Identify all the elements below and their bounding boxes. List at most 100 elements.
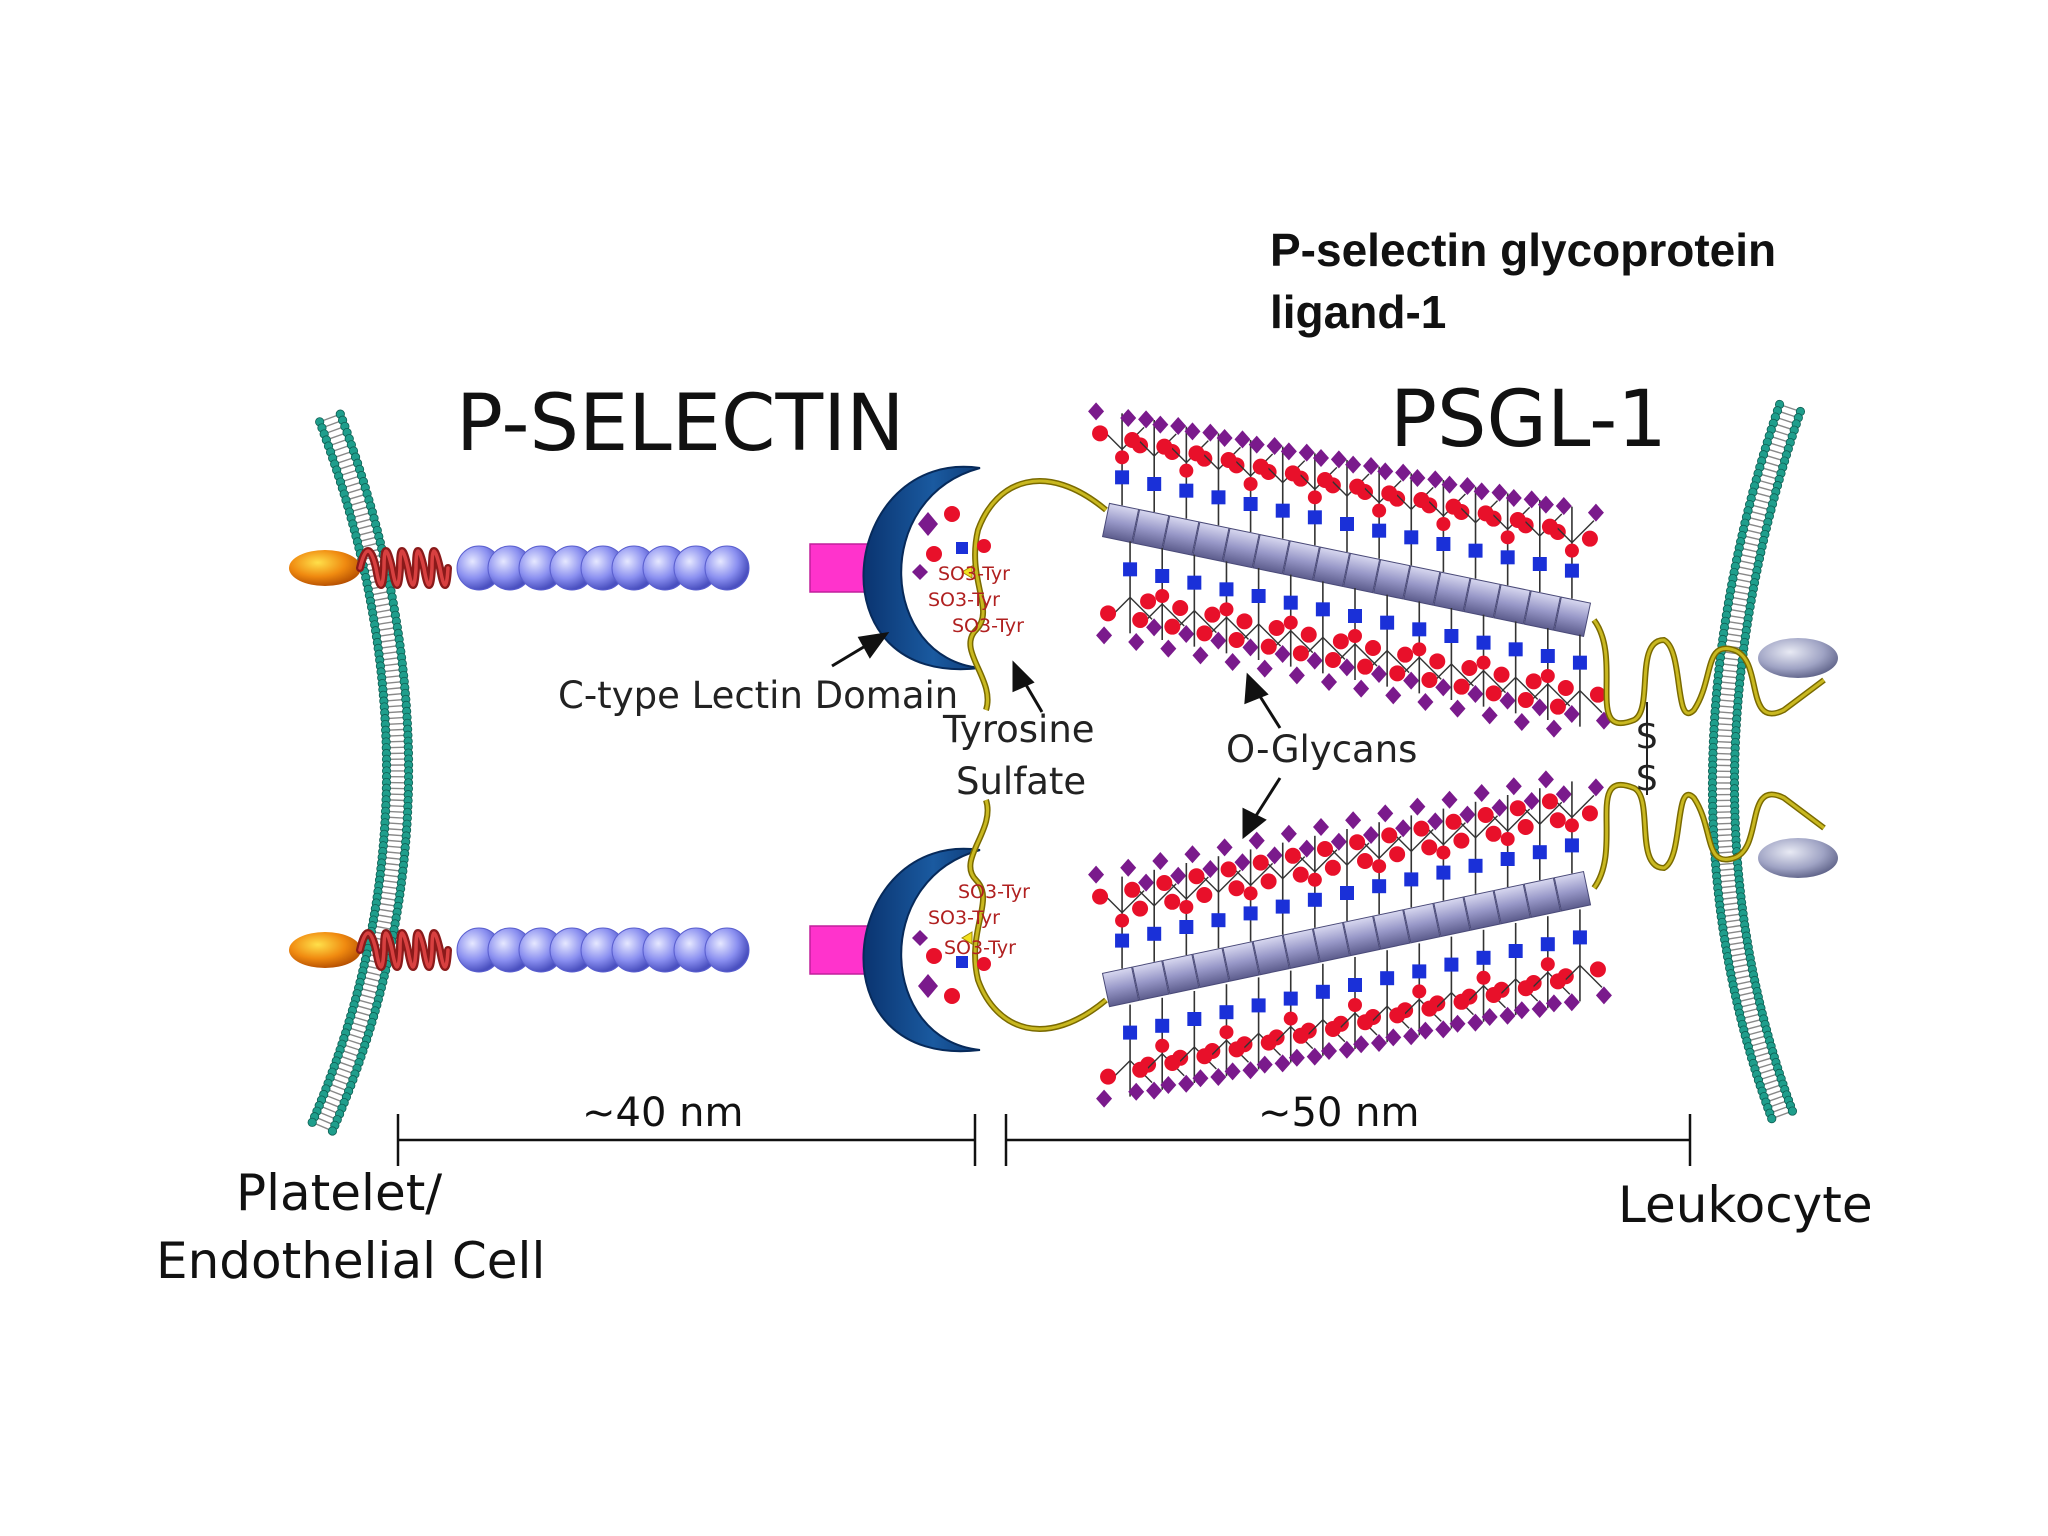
lipid-tail xyxy=(1741,1007,1760,1014)
glcnac-square xyxy=(1115,933,1130,948)
lipid-tail xyxy=(384,851,403,855)
lipid-tail xyxy=(378,632,397,638)
sialic-acid-diamond xyxy=(1160,1076,1177,1094)
lipid-tail xyxy=(1718,873,1737,877)
consensus-repeat-bead xyxy=(704,927,750,973)
galactose-circle xyxy=(1100,605,1117,622)
lipid-tail xyxy=(1748,516,1767,523)
glcnac-square xyxy=(1404,530,1419,545)
mucin-rod xyxy=(1101,502,1592,638)
galactose-circle xyxy=(1389,1007,1406,1024)
sulfate-label: SO3-Tyr xyxy=(952,615,1024,637)
mucin-segment xyxy=(1312,546,1351,588)
lipid-tail xyxy=(329,1083,347,1092)
lipid-tail xyxy=(1731,596,1750,602)
glycan-branch xyxy=(1547,683,1571,707)
sialic-acid-diamond xyxy=(1587,503,1604,522)
glycan-branch xyxy=(1346,842,1370,866)
galactose-circle xyxy=(1429,653,1446,670)
sialic-acid-diamond xyxy=(1128,633,1145,651)
galactose-circle xyxy=(1372,859,1387,874)
lipid-tail xyxy=(1714,752,1733,755)
lipid-tail xyxy=(1734,578,1753,584)
lipid-tail xyxy=(1717,862,1736,866)
glcnac-square xyxy=(1500,550,1515,565)
sialic-acid-diamond xyxy=(1096,626,1113,645)
glcnac-square xyxy=(1219,1005,1234,1020)
lipid-tail xyxy=(1763,1084,1782,1092)
galactose-circle xyxy=(1155,589,1170,603)
galactose-circle xyxy=(1581,805,1598,822)
galactose-circle xyxy=(1541,518,1558,535)
sulfate-label: SO3-Tyr xyxy=(944,937,1016,959)
sialic-acid-diamond xyxy=(1088,402,1105,421)
lipid-tail xyxy=(1761,1078,1780,1086)
galactose-circle xyxy=(1348,629,1362,643)
lipid-tail xyxy=(323,420,341,428)
lipid-tail xyxy=(1725,633,1744,637)
mucin-segment xyxy=(1282,928,1321,969)
galactose-circle xyxy=(1236,613,1253,630)
lipid-tail xyxy=(1737,566,1756,572)
galactose-circle xyxy=(1164,1055,1181,1071)
galactose-circle xyxy=(1284,847,1301,864)
sialic-acid-diamond xyxy=(1202,423,1219,442)
sialic-acid-diamond xyxy=(1234,430,1251,449)
lipid-tail xyxy=(1726,935,1745,940)
glcnac-square xyxy=(1147,477,1162,491)
galactose-circle xyxy=(1228,632,1245,648)
lipid-tail xyxy=(345,487,364,495)
glycan-branch xyxy=(1185,876,1209,900)
galactose-circle xyxy=(1132,1061,1149,1078)
lipid-tail xyxy=(341,1049,360,1057)
lipid-tail xyxy=(1719,687,1738,691)
galactose-circle xyxy=(1124,881,1141,898)
lipid-tail xyxy=(1716,839,1735,843)
galactose-circle xyxy=(1155,1038,1170,1053)
sialic-acid-diamond xyxy=(918,512,938,536)
glcnac-square xyxy=(1412,622,1427,637)
sialic-acid-diamond xyxy=(1537,495,1554,514)
lipid-tail xyxy=(377,626,396,632)
lipid-tail xyxy=(384,686,403,690)
mucin-segment xyxy=(1493,883,1531,925)
lipid-tail xyxy=(1721,663,1740,667)
sialic-acid-diamond xyxy=(1224,653,1241,671)
lectin-domain-label: C-type Lectin Domain xyxy=(558,674,958,717)
mucin-segment xyxy=(1192,521,1230,563)
mucin-segment xyxy=(1282,540,1320,581)
lipid-tail xyxy=(1756,485,1775,492)
mucin-segment xyxy=(1252,534,1290,575)
galactose-circle xyxy=(1325,1021,1341,1037)
disulfide-s1: S xyxy=(1636,717,1658,757)
glcnac-square xyxy=(1123,1025,1138,1040)
glycan-branch xyxy=(1450,663,1474,687)
glcnac-square xyxy=(1179,920,1194,934)
annotation-arrows xyxy=(831,631,1282,840)
lipid-tail xyxy=(364,970,383,977)
sialic-acid-diamond xyxy=(1523,490,1540,509)
lipid-tail xyxy=(371,590,390,596)
galactose-circle xyxy=(1164,618,1181,635)
disulfide-bond: S S xyxy=(1636,702,1658,799)
sialic-acid-diamond xyxy=(1338,658,1355,677)
lipid-tail xyxy=(1767,448,1785,455)
sialic-acid-diamond xyxy=(1467,1013,1484,1032)
lipid-tail xyxy=(1730,602,1749,608)
glcnac-square xyxy=(1275,899,1290,914)
psgl1-cytoplasmic-tail xyxy=(1758,638,1838,678)
lipid-tail xyxy=(339,1055,358,1063)
sialic-acid-diamond xyxy=(1088,865,1105,884)
lipid-tail xyxy=(381,879,400,884)
fucose-triangle xyxy=(961,931,973,945)
glycan-branch xyxy=(1539,801,1563,825)
lipid-tail xyxy=(1746,522,1765,529)
lipid-tail xyxy=(1719,879,1738,883)
platelet-label-line2: Endothelial Cell xyxy=(156,1232,545,1290)
lipid-tail xyxy=(355,1004,374,1012)
galactose-circle xyxy=(1517,980,1534,997)
sialic-acid-diamond xyxy=(1505,489,1522,507)
glcnac-square xyxy=(1243,497,1258,511)
galactose-circle xyxy=(1260,873,1277,890)
galactose-circle xyxy=(1509,512,1526,528)
